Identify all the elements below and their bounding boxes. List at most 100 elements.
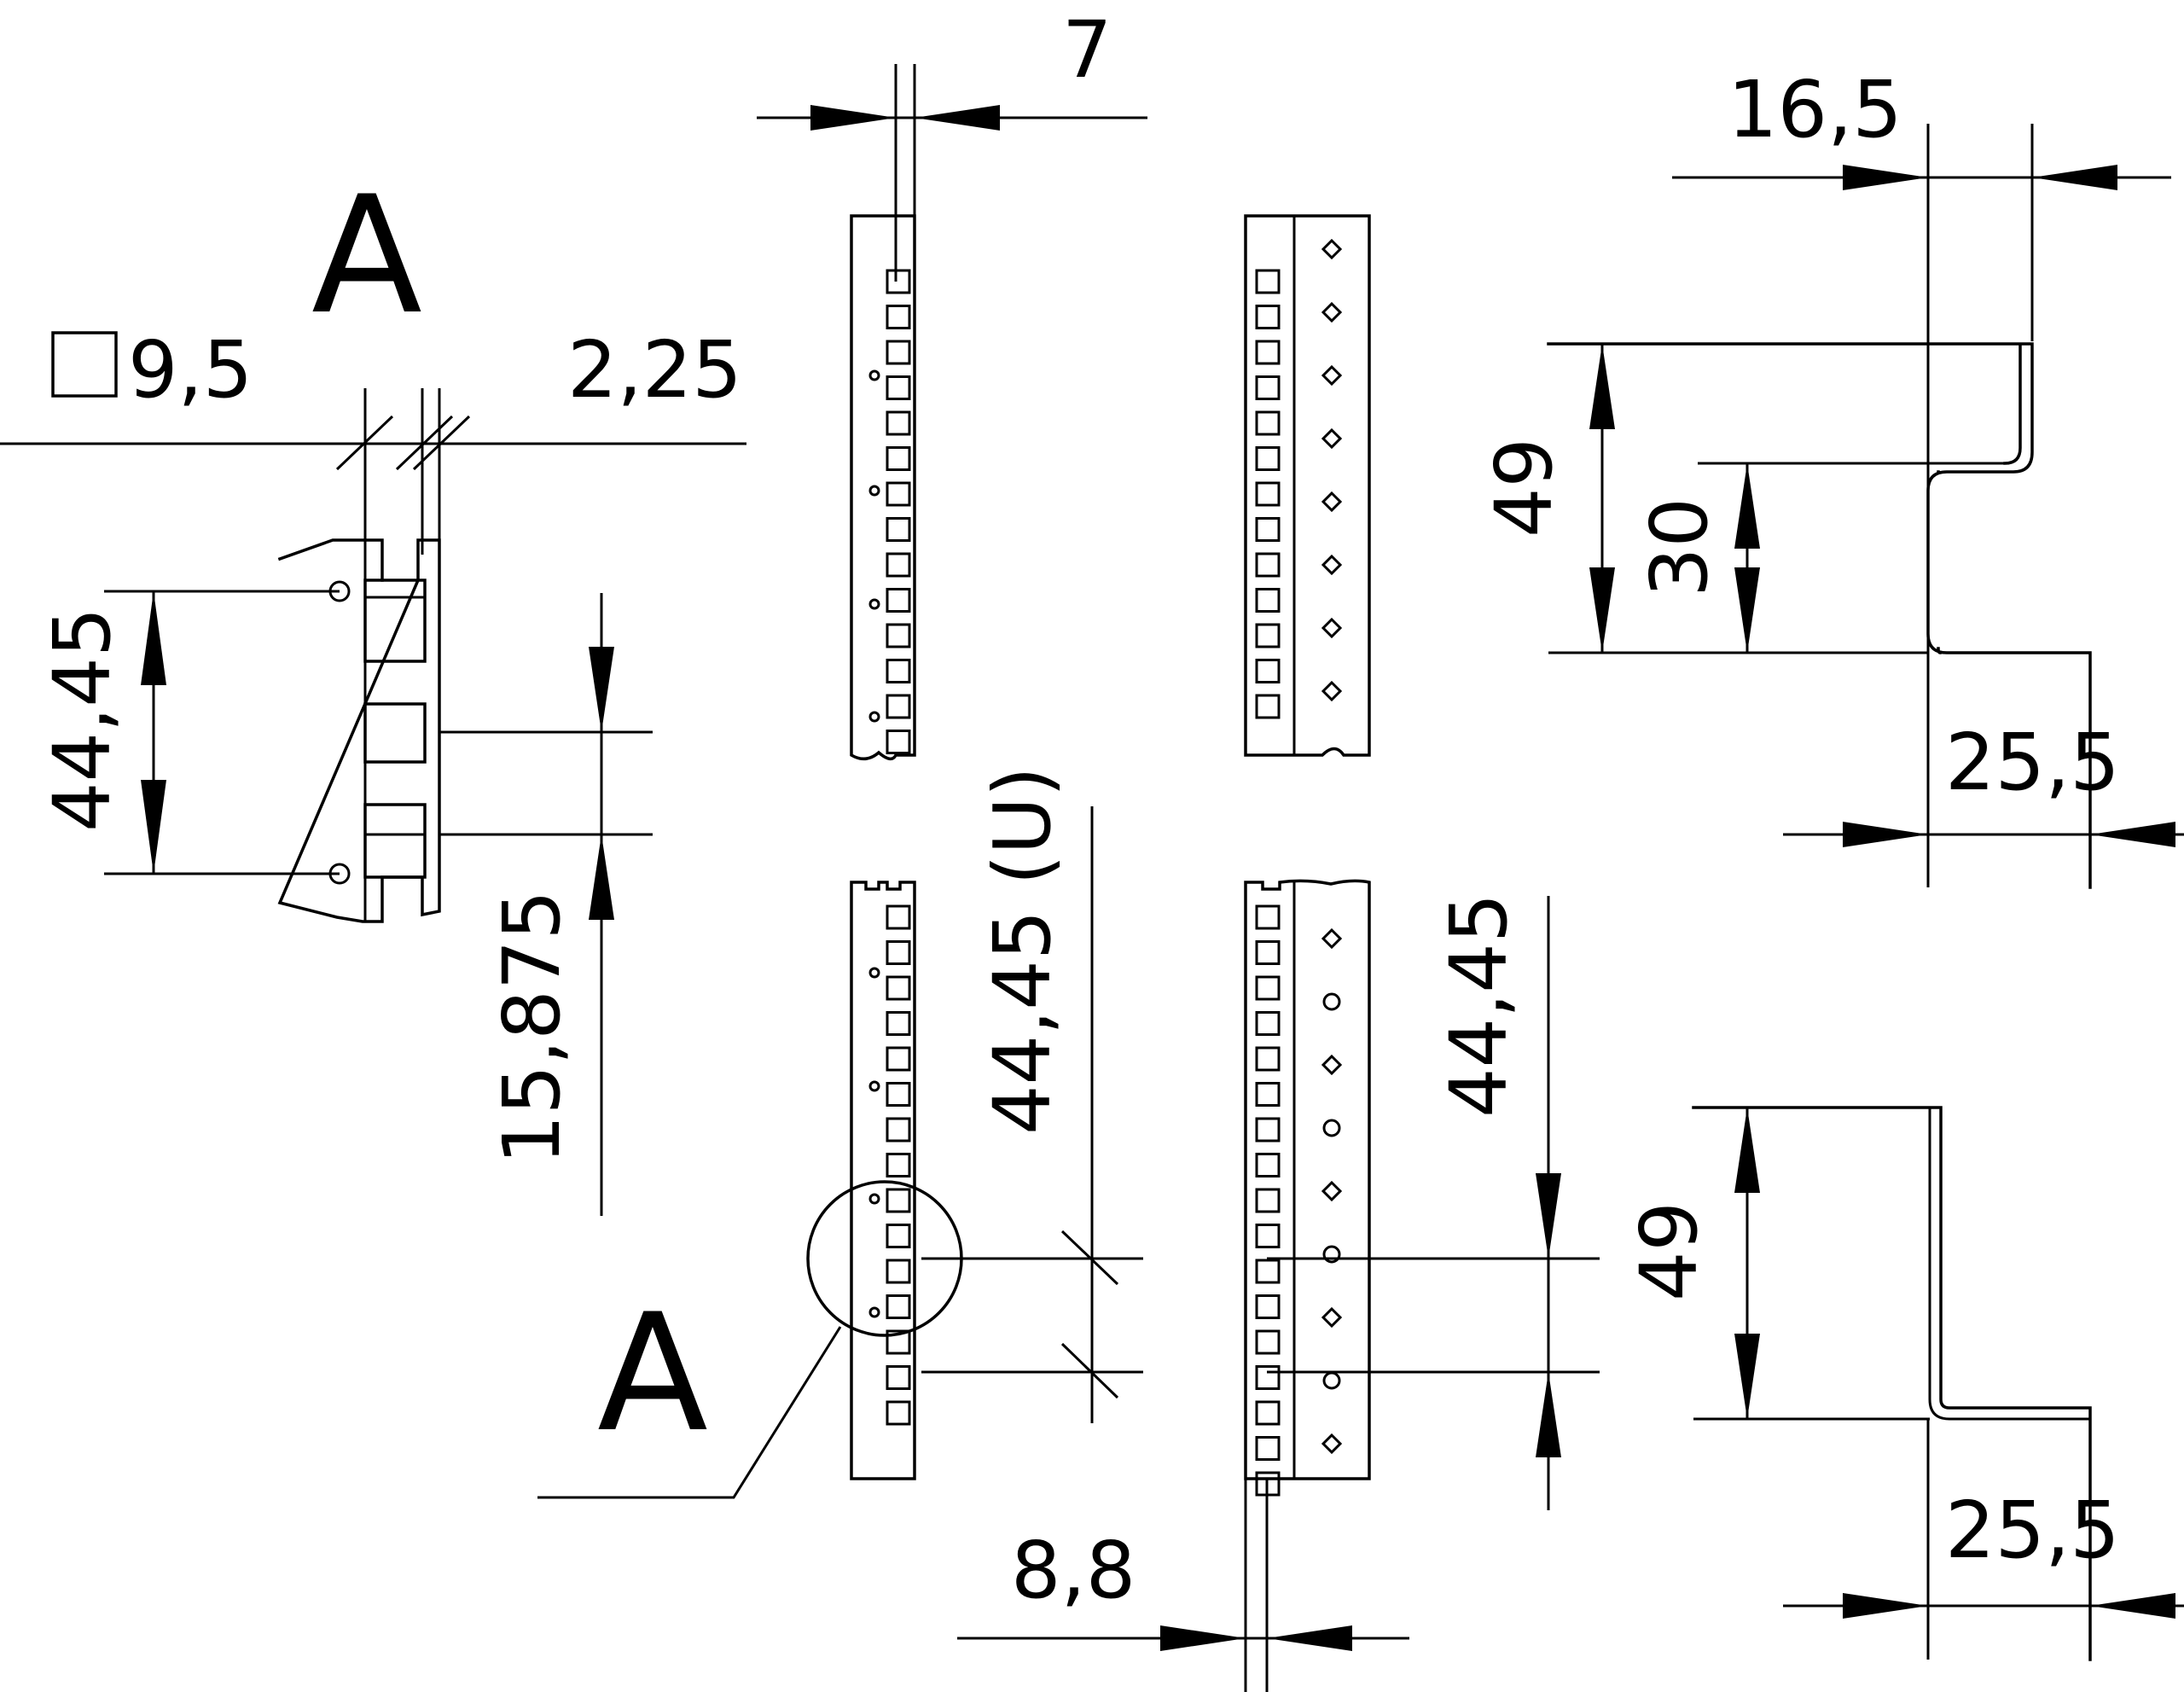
square-hole	[886, 552, 911, 578]
mount-hole	[1322, 1119, 1341, 1137]
square-hole	[1255, 1471, 1281, 1497]
square-hole	[886, 517, 911, 542]
mount-hole	[1321, 554, 1343, 576]
dim-thickness: 2,25	[567, 324, 742, 416]
square-hole	[1255, 1117, 1281, 1143]
square-hole	[886, 659, 911, 683]
square-hole	[886, 340, 911, 365]
square-hole	[1255, 1294, 1281, 1319]
square-hole	[1255, 481, 1281, 507]
mount-hole	[1322, 1371, 1341, 1390]
square-hole	[886, 1224, 911, 1248]
square-hole	[1255, 623, 1281, 648]
dim-flange: 16,5	[1728, 64, 1902, 155]
dim-base-bottom: 25,5	[1945, 1485, 2120, 1576]
mount-hole	[1321, 680, 1343, 702]
square-hole	[886, 1011, 911, 1036]
square-hole	[886, 904, 911, 930]
square-hole	[886, 269, 911, 294]
detail-callout-a: A	[597, 1279, 708, 1468]
round-hole	[868, 598, 880, 610]
round-hole	[868, 1193, 880, 1205]
dim-rail-width: 7	[1062, 4, 1112, 96]
square-hole	[886, 730, 911, 754]
square-hole	[1255, 1224, 1281, 1248]
square-hole	[886, 1365, 911, 1390]
mount-hole	[1321, 1306, 1343, 1329]
square-hole	[886, 1329, 911, 1355]
mount-hole	[1322, 1245, 1341, 1264]
square-hole	[886, 410, 911, 436]
round-hole	[868, 1080, 880, 1092]
round-hole	[868, 711, 880, 723]
mount-hole	[1321, 427, 1343, 450]
square-hole	[886, 446, 911, 471]
square-hole	[1255, 269, 1281, 294]
square-hole	[886, 1294, 911, 1319]
square-hole	[1255, 305, 1281, 329]
square-hole	[886, 975, 911, 1001]
square-hole	[886, 588, 911, 613]
square-hole	[1255, 659, 1281, 683]
dim-hole-offset: 15,875	[486, 890, 578, 1165]
dim-square-hole: 9,5	[128, 324, 253, 416]
square-symbol-icon	[51, 331, 118, 398]
square-hole	[1255, 1400, 1281, 1426]
profile-bottom: 49 25,5	[1623, 1106, 2184, 1661]
dim-base-top: 25,5	[1945, 717, 2120, 808]
square-hole	[1255, 904, 1281, 930]
rail-top-front: 7	[757, 4, 1147, 761]
mount-hole	[1321, 491, 1343, 513]
square-hole	[1255, 1436, 1281, 1461]
square-hole	[886, 1117, 911, 1143]
profile-top: 16,5 49 30 25,5	[1478, 64, 2184, 889]
square-hole	[886, 375, 911, 400]
dim-pitch-right: 44,45	[1433, 893, 1525, 1118]
square-hole	[886, 1400, 911, 1426]
dim-step-height: 30	[1634, 497, 1725, 597]
round-hole	[868, 369, 880, 381]
square-hole	[886, 623, 911, 648]
square-hole	[1255, 1188, 1281, 1213]
square-hole	[1255, 975, 1281, 1001]
square-hole	[886, 1046, 911, 1072]
square-hole	[886, 1082, 911, 1107]
rail-bottom-front: A 44,45 (U)	[537, 766, 1143, 1499]
square-hole	[886, 1153, 911, 1177]
square-hole	[1255, 1046, 1281, 1072]
dim-depth-bottom: 49	[1623, 1201, 1715, 1301]
mount-hole	[1321, 238, 1343, 260]
square-hole	[1255, 694, 1281, 719]
square-hole	[1255, 588, 1281, 613]
square-hole	[1255, 375, 1281, 400]
square-hole	[1255, 552, 1281, 578]
square-hole	[886, 305, 911, 329]
rail-top-side	[1244, 214, 1371, 757]
square-hole	[1255, 1082, 1281, 1107]
square-hole	[886, 694, 911, 719]
square-hole	[886, 940, 911, 965]
dim-pitch-left: 44,45	[37, 608, 128, 832]
mount-hole	[1321, 617, 1343, 639]
square-hole	[1255, 410, 1281, 436]
mount-hole	[1322, 992, 1341, 1011]
square-hole	[1255, 517, 1281, 542]
square-hole	[1255, 1329, 1281, 1355]
mount-hole	[1321, 301, 1343, 323]
square-hole	[1255, 1011, 1281, 1036]
square-hole	[886, 1259, 911, 1284]
round-hole	[868, 1306, 880, 1318]
mount-hole	[1321, 364, 1343, 387]
dim-rail-offset: 8,8	[1011, 1525, 1136, 1616]
square-hole	[1255, 446, 1281, 471]
dim-depth-top: 49	[1478, 438, 1570, 538]
round-hole	[868, 967, 880, 979]
square-hole	[1255, 940, 1281, 965]
square-hole	[1255, 1365, 1281, 1390]
square-hole	[1255, 340, 1281, 365]
square-hole	[886, 481, 911, 507]
detail-label-a: A	[311, 161, 422, 350]
mount-hole	[1321, 1433, 1343, 1455]
square-hole	[1255, 1259, 1281, 1284]
